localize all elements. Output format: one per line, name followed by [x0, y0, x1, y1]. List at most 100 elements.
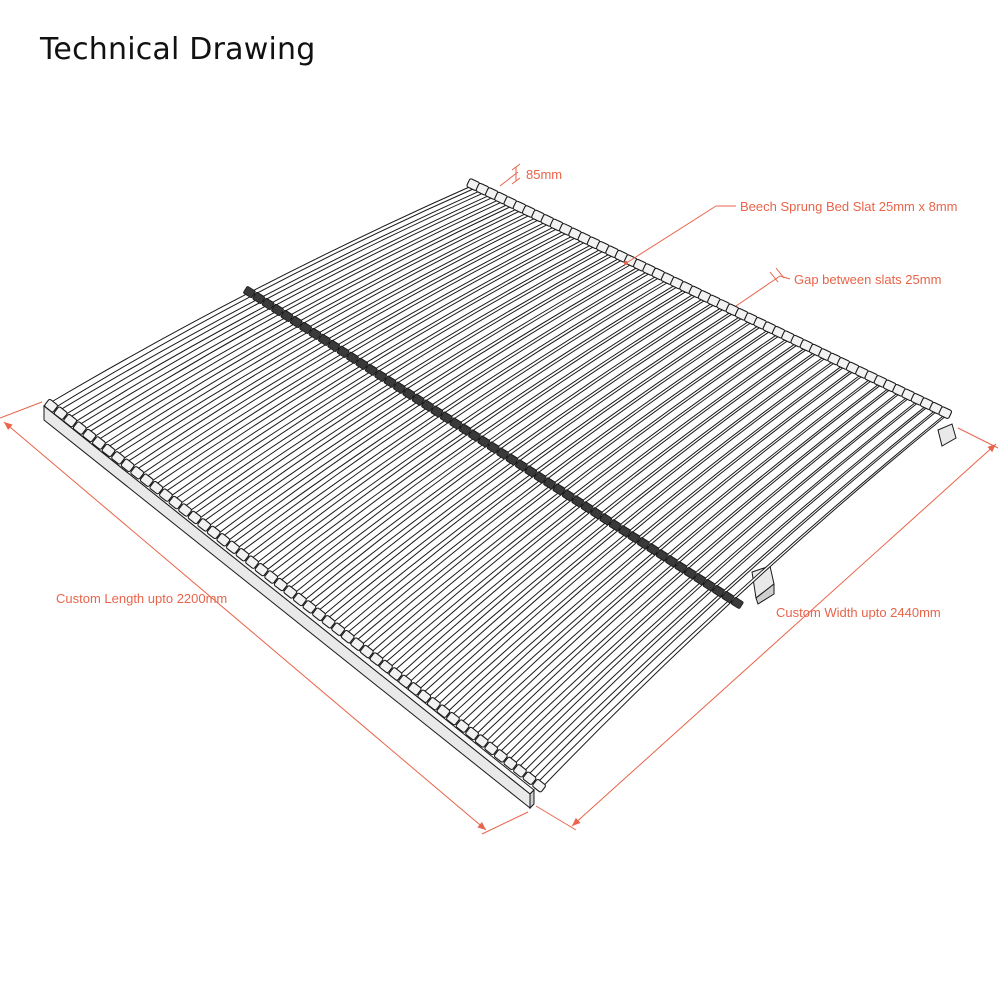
centre-cap: [580, 501, 594, 514]
slat-end-cap: [484, 741, 499, 756]
side-rail-end: [529, 788, 535, 810]
slat-array: [44, 178, 953, 793]
slat-end-cap: [254, 562, 269, 577]
centre-cap: [684, 567, 697, 580]
centre-cap: [355, 357, 369, 370]
slat-end-cap: [63, 413, 78, 428]
slat-end-cap: [197, 518, 212, 532]
centre-cap: [393, 381, 406, 394]
slat-end-cap: [465, 726, 479, 741]
slat-end-cap: [302, 600, 317, 614]
centre-cap: [627, 531, 641, 544]
width-label: Custom Width upto 2440mm: [776, 605, 941, 620]
annotation-labels: 85mm Beech Sprung Bed Slat 25mm x 8mm Ga…: [56, 167, 958, 620]
slat-end-cap: [369, 652, 384, 666]
slat-end-cap: [513, 764, 527, 778]
centre-cap: [430, 405, 444, 418]
centre-cap: [534, 471, 547, 484]
slat-end-cap: [379, 659, 393, 674]
slat-end-cap: [130, 466, 145, 480]
slat-end-cap: [503, 756, 518, 771]
centre-cap: [468, 429, 481, 442]
centre-cap: [505, 453, 519, 466]
centre-cap: [271, 304, 284, 316]
slat-end-cap: [331, 622, 345, 636]
height-label: 85mm: [526, 167, 562, 182]
back-rail-end: [937, 423, 957, 447]
slat-leader-dot: [624, 261, 628, 265]
length-extension-line: [0, 401, 43, 419]
gap-tick: [769, 271, 779, 283]
slat-end-cap: [426, 697, 441, 711]
slat-end-cap: [72, 421, 87, 435]
slat-end-cap: [417, 689, 432, 703]
slat-end-cap: [321, 615, 336, 629]
slat-end-cap: [178, 503, 192, 517]
centre-cap: [252, 292, 265, 304]
centre-cap: [646, 543, 660, 556]
centre-cap: [674, 561, 688, 574]
slat-end-cap: [388, 667, 403, 681]
width-extension-line: [957, 427, 999, 449]
slat-leader-line: [627, 205, 717, 263]
centre-cap: [665, 555, 678, 568]
slat-end-cap: [159, 488, 173, 502]
centre-cap: [590, 507, 603, 520]
slat-end-cap: [101, 443, 116, 458]
slat-end-cap: [53, 406, 68, 420]
centre-cap: [552, 483, 566, 496]
centre-cap: [421, 399, 434, 412]
slat-end-cap: [455, 719, 470, 733]
centre-cap: [318, 334, 331, 346]
width-arrow-start: [572, 817, 581, 826]
slat-end-cap: [226, 540, 240, 554]
slat-end-cap: [283, 585, 298, 599]
slat-end-cap: [216, 533, 231, 547]
slat-end-cap: [187, 510, 202, 525]
centre-cap: [374, 369, 387, 382]
slat-end-cap: [340, 630, 355, 644]
slat-end-cap: [532, 779, 546, 793]
slat-end-cap: [350, 637, 365, 651]
slat-end-cap: [312, 607, 326, 622]
centre-cap: [449, 417, 462, 430]
drawing-title: Technical Drawing: [40, 32, 316, 67]
slat-end-cap: [522, 771, 537, 785]
slat-end-cap: [235, 548, 250, 562]
centre-cap: [524, 465, 538, 478]
centre-cap: [458, 423, 472, 436]
slat-size-label: Beech Sprung Bed Slat 25mm x 8mm: [740, 199, 958, 214]
centre-cap: [562, 489, 575, 502]
centre-cap: [308, 328, 322, 340]
centre-cap: [702, 579, 716, 592]
gap-label: Gap between slats 25mm: [794, 272, 941, 287]
centre-cap: [261, 298, 275, 310]
slat-end-cap: [168, 495, 183, 510]
centre-cap: [327, 340, 341, 352]
slat-end-cap: [446, 711, 460, 726]
centre-cap: [402, 387, 416, 400]
centre-cap: [721, 591, 735, 603]
centre-cap: [599, 513, 613, 526]
centre-cap: [412, 393, 425, 406]
centre-cap: [487, 441, 500, 454]
centre-rail-foot: [755, 582, 775, 605]
centre-cap: [477, 435, 491, 448]
gap-leader-line: [779, 275, 791, 280]
slat-end-cap: [938, 406, 953, 419]
slat-end-cap: [111, 451, 125, 465]
centre-cap: [290, 316, 303, 328]
centre-cap: [731, 597, 744, 609]
centre-cap: [515, 459, 528, 472]
centre-cap: [365, 363, 378, 376]
centre-cap: [571, 495, 584, 508]
centre-cap: [440, 411, 453, 424]
slat-end-cap: [206, 525, 221, 540]
centre-cap: [496, 447, 509, 460]
centre-cap: [383, 375, 397, 388]
slat-end-cap: [398, 674, 412, 689]
slat-end-cap: [82, 428, 97, 443]
length-arrow-end: [477, 821, 486, 830]
